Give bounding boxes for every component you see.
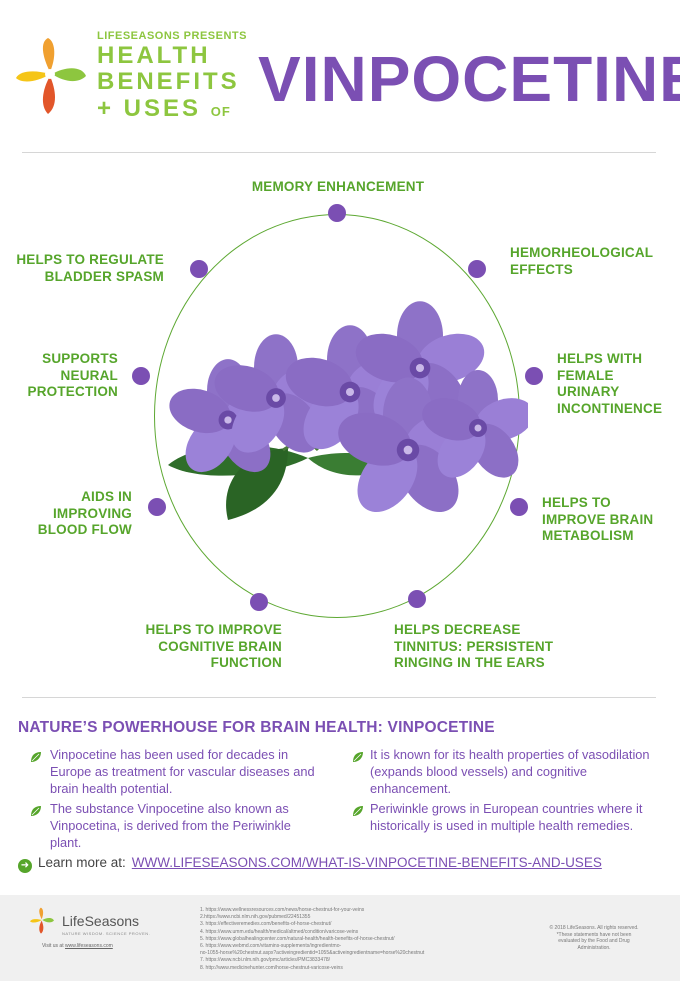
copyright-notice: © 2018 LifeSeasons. All rights reserved.… — [549, 925, 639, 951]
reference-item: 8. http://www.medicinehunter.com/horse-c… — [200, 964, 343, 971]
leaf-icon — [31, 752, 41, 762]
section-title: NATURE’S POWERHOUSE FOR BRAIN HEALTH: VI… — [18, 719, 495, 736]
bullet-text: The substance Vinpocetine also known as … — [50, 801, 291, 850]
footer-brand: LifeSeasons — [62, 913, 140, 929]
visit-link[interactable]: www.lifeseasons.com — [64, 943, 113, 949]
benefit-dot — [408, 590, 426, 608]
learn-more-label: Learn more at: — [38, 855, 126, 870]
benefit-hemorheological: HEMORHEOLOGICAL EFFECTS — [510, 245, 654, 277]
presents-label: LIFESEASONS PRESENTS — [97, 30, 247, 42]
reference-item: 2.https://www.ncbi.nlm.nih.gov/pubmed/22… — [200, 914, 311, 921]
reference-item: 6. https://www.webmd.com/vitamins-supple… — [200, 943, 342, 950]
learn-more-link[interactable]: WWW.LIFESEASONS.COM/WHAT-IS-VINPOCETINE-… — [131, 855, 602, 870]
headline-uses: + USES — [97, 95, 202, 122]
leaf-icon — [353, 752, 363, 762]
headline-line-3: + USES OF — [97, 96, 231, 125]
middle-divider — [22, 697, 656, 698]
benefit-memory: MEMORY ENHANCEMENT — [251, 179, 425, 194]
leaf-icon — [31, 806, 41, 816]
benefit-dot — [468, 260, 486, 278]
reference-item: 3. https://effectiveremedies.com/benefit… — [200, 921, 332, 928]
benefit-bladder-spasm: HELPS TO REGULATE BLADDER SPASM — [16, 252, 164, 284]
leaf-icon — [353, 806, 363, 816]
arrow-right-icon: ➜ — [18, 859, 32, 873]
benefit-tinnitus: HELPS DECREASE TINNITUS: PERSISTENT RING… — [394, 622, 554, 670]
top-divider — [22, 152, 656, 153]
benefit-dot — [525, 367, 543, 385]
benefit-neural-protection: SUPPORTS NEURAL PROTECTION — [27, 351, 118, 399]
footer: LifeSeasons NATURE WISDOM. SCIENCE PROVE… — [0, 895, 680, 981]
footer-tagline: NATURE WISDOM. SCIENCE PROVEN. — [62, 931, 151, 936]
benefit-blood-flow: AIDS IN IMPROVING BLOOD FLOW — [37, 489, 132, 537]
references-list: 1. https://www.wellnessresources.com/new… — [200, 907, 500, 972]
headline-line-2: BENEFITS — [97, 68, 240, 95]
benefit-brain-metabolism: HELPS TO IMPROVE BRAIN METABOLISM — [542, 495, 654, 543]
reference-item: 5. https://www.globalhealingcenter.com/n… — [200, 935, 395, 942]
benefit-urinary-incontinence: HELPS WITH FEMALE URINARY INCONTINENCE — [557, 351, 663, 416]
bullet-text: Periwinkle grows in European countries w… — [370, 801, 643, 833]
headline-of: OF — [210, 104, 231, 119]
benefit-dot — [148, 498, 166, 516]
periwinkle-flower-image — [163, 301, 528, 524]
reference-item: no-1055-horse%20chestnut.aspx?activeingr… — [200, 950, 425, 957]
benefit-dot — [132, 367, 150, 385]
footer-visit: Visit us at www.lifeseasons.com — [42, 943, 113, 949]
visit-label: Visit us at — [42, 943, 64, 949]
reference-item: 1. https://www.wellnessresources.com/new… — [200, 907, 365, 913]
benefit-dot — [190, 260, 208, 278]
headline-line-1: HEALTH — [97, 42, 211, 69]
lifeseasons-logo-icon — [16, 38, 86, 114]
reference-item: 4. https://www.umm.edu/health/medical/al… — [200, 928, 359, 935]
benefit-dot — [250, 593, 268, 611]
lifeseasons-logo-icon — [30, 907, 54, 934]
benefit-dot — [328, 204, 346, 222]
bullet-text: It is known for its health properties of… — [370, 747, 650, 796]
learn-more-row: ➜ Learn more at: WWW.LIFESEASONS.COM/WHAT-… — [18, 855, 602, 873]
page-title: VINPOCETINE — [258, 43, 680, 115]
benefit-cognitive: HELPS TO IMPROVE COGNITIVE BRAIN FUNCTIO… — [145, 622, 282, 670]
reference-item: 7. https://www.ncbi.nlm.nih.gov/pmc/arti… — [200, 957, 331, 964]
benefit-dot — [510, 498, 528, 516]
bullet-text: Vinpocetine has been used for decades in… — [50, 747, 315, 796]
